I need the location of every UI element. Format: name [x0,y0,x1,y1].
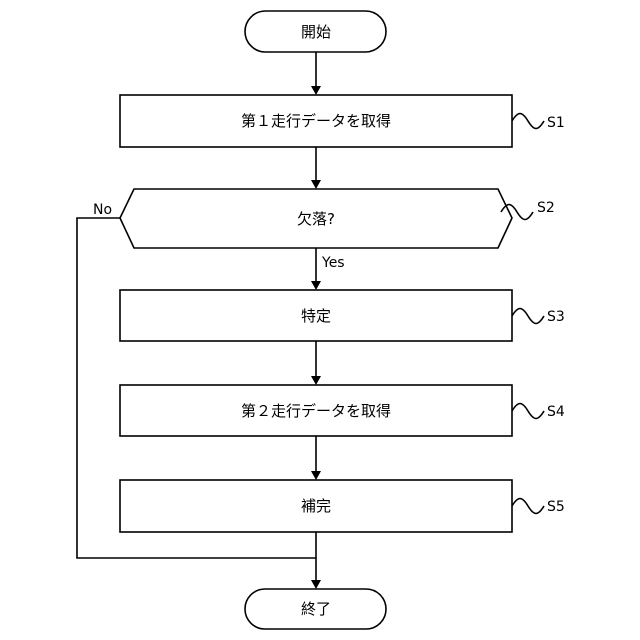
no-branch-label: No [93,202,112,218]
yes-branch-label: Yes [321,255,345,271]
start-label: 開始 [301,23,331,41]
arrowhead [311,471,321,480]
leader-s4 [512,404,544,419]
decision-s2-label: 欠落? [297,210,335,228]
arrowhead [311,376,321,385]
arrowhead [311,580,321,589]
process-s1-label: 第１走行データを取得 [241,112,391,130]
end-label: 終了 [301,600,331,618]
process-s4-label: 第２走行データを取得 [241,402,391,420]
step-id-s4: S4 [547,404,565,420]
arrowhead [311,180,321,189]
step-id-s2: S2 [537,200,555,216]
leader-s3 [512,309,544,324]
step-id-s3: S3 [547,309,565,325]
step-id-s1: S1 [547,115,565,131]
arrowhead [311,86,321,95]
step-id-s5: S5 [547,499,565,515]
leader-s5 [512,499,544,514]
process-s5-label: 補完 [301,497,331,515]
leader-s1 [512,114,544,129]
arrowhead [311,281,321,290]
process-s3-label: 特定 [301,307,331,325]
